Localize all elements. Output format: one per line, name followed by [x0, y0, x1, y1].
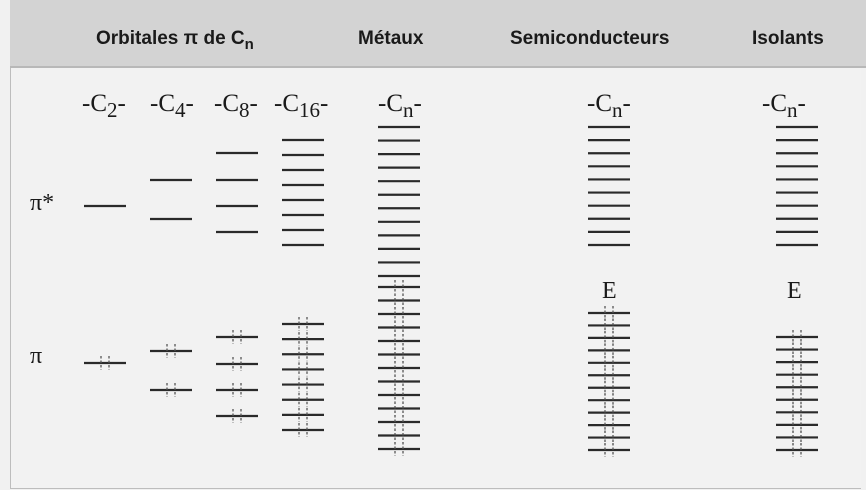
level-band	[378, 307, 420, 321]
level-bonding	[282, 392, 324, 407]
label-c4: -C4-	[150, 90, 194, 122]
level-valence-band	[588, 368, 630, 383]
level-bonding	[216, 409, 258, 423]
label-c2: -C2-	[82, 90, 126, 122]
level-band	[378, 401, 420, 416]
label-cn-metal: -Cn-	[378, 90, 422, 122]
header-orbitales: Orbitales π de Cn	[96, 28, 254, 53]
level-valence-band	[588, 443, 630, 457]
level-valence-band	[776, 342, 818, 357]
level-bonding	[150, 344, 192, 358]
label-c8: -C8-	[214, 90, 258, 122]
level-bonding	[216, 357, 258, 371]
level-valence-band	[588, 430, 630, 445]
level-valence-band	[776, 367, 818, 382]
header-metaux: Métaux	[358, 28, 424, 49]
level-bonding	[282, 362, 324, 377]
level-valence-band	[588, 306, 630, 320]
level-valence-band	[776, 405, 818, 420]
label-cn-iso: -Cn-	[762, 90, 806, 122]
level-bonding	[282, 317, 324, 331]
level-valence-band	[588, 343, 630, 358]
level-bonding	[282, 407, 324, 422]
level-valence-band	[776, 417, 818, 432]
level-band	[378, 415, 420, 429]
level-valence-band	[776, 430, 818, 445]
level-band	[378, 388, 420, 402]
level-band	[378, 320, 420, 335]
level-bonding	[150, 383, 192, 397]
level-valence-band	[588, 393, 630, 408]
level-valence-band	[588, 330, 630, 345]
level-valence-band	[776, 443, 818, 457]
level-bonding	[282, 377, 324, 392]
label-pi: π	[30, 343, 43, 369]
level-band	[378, 374, 420, 389]
diagram-panel	[10, 0, 861, 489]
header-semiconducteurs: Semiconducteurs	[510, 28, 670, 49]
label-cn-semi: -Cn-	[587, 90, 631, 122]
level-bonding	[282, 347, 324, 362]
label-c16: -C16-	[274, 90, 329, 122]
level-bonding	[216, 383, 258, 397]
level-valence-band	[776, 380, 818, 395]
level-band	[378, 347, 420, 362]
level-valence-band	[588, 405, 630, 420]
level-band	[378, 428, 420, 443]
level-valence-band	[588, 318, 630, 333]
label-pi-star: π*	[30, 190, 55, 216]
level-valence-band	[776, 392, 818, 407]
level-valence-band	[776, 330, 818, 344]
level-valence-band	[588, 355, 630, 370]
gap-label-iso: E	[787, 278, 802, 304]
level-bonding	[84, 356, 126, 370]
level-band	[378, 280, 420, 294]
level-band	[378, 293, 420, 308]
header-band: Orbitales π de Cn Métaux Semiconducteurs…	[10, 0, 866, 68]
gap-label-semi: E	[602, 278, 617, 304]
level-band	[378, 361, 420, 375]
level-valence-band	[776, 355, 818, 370]
level-bonding	[216, 330, 258, 344]
level-band	[378, 334, 420, 348]
level-valence-band	[588, 380, 630, 395]
level-bonding	[282, 423, 324, 437]
level-bonding	[282, 332, 324, 347]
level-valence-band	[588, 418, 630, 433]
header-isolants: Isolants	[752, 28, 824, 49]
level-band	[378, 442, 420, 456]
